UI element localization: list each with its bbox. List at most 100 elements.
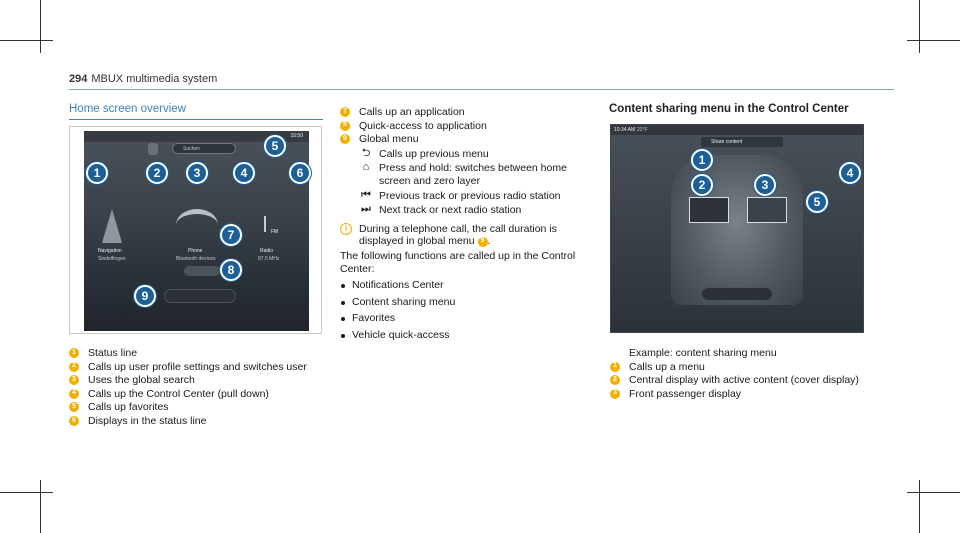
callout-6: 6	[289, 162, 311, 184]
running-title: MBUX multimedia system	[91, 73, 218, 85]
legend-item: 3 Front passenger display	[610, 388, 864, 401]
search-field[interactable]: Suchen	[172, 143, 236, 154]
callout-3: 3	[186, 162, 208, 184]
bullet-item: Vehicle quick-access	[340, 329, 595, 342]
legend-badge: 3	[610, 388, 620, 399]
legend-text: Calls up a menu	[629, 360, 705, 373]
share-content-button[interactable]: Share content	[701, 137, 783, 147]
middle-column: 7 Calls up an application 8 Quick-access t…	[340, 106, 595, 342]
section-title-home-screen: Home screen overview	[69, 103, 186, 115]
cabin-interior-image	[671, 155, 803, 305]
crop-mark	[907, 492, 960, 493]
legend-text: Uses the global search	[88, 374, 195, 387]
legend-item: 8 Quick-access to application	[340, 120, 595, 133]
legend-text: Global menu	[359, 133, 419, 146]
legend-item: 6 Displays in the status line	[69, 415, 323, 428]
tile-radio-label: Radio	[260, 248, 274, 254]
crop-mark	[0, 492, 53, 493]
home-icon: ⌂	[362, 161, 370, 174]
legend-badge: 1	[610, 361, 620, 372]
legend-badge: 8	[340, 120, 350, 131]
crop-mark	[0, 40, 53, 41]
tile-navigation-sub: Sindelfingen	[98, 256, 126, 262]
tile-navigation-label: Navigation	[98, 248, 122, 254]
legend-text: Calls up favorites	[88, 401, 169, 414]
legend-badge: 9	[340, 134, 350, 145]
crop-mark	[40, 480, 41, 533]
callout-1: 1	[86, 162, 108, 184]
status-time: 10:34 AM	[614, 127, 636, 133]
global-menu-item: ⌂Press and hold: switches between home s…	[359, 161, 595, 187]
callout-9: 9	[134, 285, 156, 307]
global-menu-list: ⮌ Calls up previous menu ⌂Press and hold:…	[340, 146, 595, 217]
radio-icon	[264, 216, 274, 232]
share-content-label: Share content	[711, 139, 743, 145]
legend-item: 7 Calls up an application	[340, 106, 595, 119]
figure-caption: Example: content sharing menu	[629, 347, 777, 359]
info-text: During a telephone call, the call durati…	[359, 222, 557, 248]
legend-text: Front passenger display	[629, 387, 742, 400]
global-menu-bar[interactable]	[164, 289, 236, 303]
back-arrow-icon: ⮌	[361, 146, 371, 159]
legend-item: 1 Calls up a menu	[610, 361, 864, 374]
tile-phone-sub: Bluetooth devices	[176, 256, 216, 262]
callout-5: 5	[264, 135, 286, 157]
quick-access-buttons[interactable]	[184, 266, 220, 276]
tile-phone-label: Phone	[188, 248, 203, 254]
home-screen-figure: 15:50 Suchen FM Navigation Sindelfingen …	[69, 126, 322, 334]
content-sharing-legend: Example: content sharing menu 1 Calls up …	[610, 347, 864, 401]
info-text-end: .	[487, 235, 491, 248]
skip-previous-icon: ⏮	[361, 188, 371, 201]
content-sharing-display: 10:34 AM 23°F Share content	[611, 125, 863, 332]
central-display-box[interactable]	[689, 197, 729, 223]
legend-text: Calls up user profile settings and switc…	[88, 360, 307, 373]
phone-swoosh-icon	[176, 209, 218, 241]
legend-badge: 7	[340, 107, 350, 117]
legend-badge: 4	[69, 388, 79, 399]
legend-item: 5 Calls up favorites	[69, 401, 323, 414]
legend-badge: 5	[69, 402, 79, 413]
passenger-display-box[interactable]	[747, 197, 787, 223]
fm-label: FM	[271, 229, 279, 235]
legend-badge: 1	[69, 348, 79, 358]
bullet-item: Notifications Center	[340, 279, 595, 292]
callout-3: 3	[754, 174, 776, 196]
page-number: 294	[69, 73, 88, 85]
legend-text: Displays in the status line	[88, 414, 207, 427]
section-title-content-sharing: Content sharing menu in the Control Cent…	[609, 103, 849, 115]
header-rule	[69, 89, 894, 90]
info-icon: i	[340, 222, 352, 235]
legend-badge: 2	[610, 375, 620, 386]
tile-radio-sub: 87.5 MHz	[258, 256, 280, 262]
home-screen-display: 15:50 Suchen FM Navigation Sindelfingen …	[84, 131, 309, 331]
home-screen-legend: 1 Status line 2 Calls up user profile sett…	[69, 347, 323, 429]
legend-text: Quick-access to application	[359, 119, 487, 132]
callout-2: 2	[146, 162, 168, 184]
status-line	[611, 125, 863, 135]
section-title-underline	[69, 119, 323, 120]
callout-2: 2	[691, 174, 713, 196]
status-temp: 23°F	[637, 127, 648, 133]
info-badge: 9	[477, 236, 488, 247]
profile-icon[interactable]	[148, 143, 158, 155]
legend-text: Calls up an application	[359, 106, 465, 118]
legend-text: Status line	[88, 347, 138, 359]
info-note: i During a telephone call, the call dura…	[340, 222, 595, 248]
bullet-item: Favorites	[340, 312, 595, 325]
content-sharing-figure: 10:34 AM 23°F Share content 1 2 3 4 5	[610, 124, 864, 333]
global-menu-text: Calls up previous menu	[379, 147, 489, 160]
legend-badge: 3	[69, 375, 79, 386]
mercedes-star-icon	[102, 209, 122, 243]
legend-badge: 2	[69, 361, 79, 372]
legend-badge: 6	[69, 415, 79, 426]
bullet-item: Content sharing menu	[340, 296, 595, 309]
callout-5: 5	[806, 191, 828, 213]
global-menu-bar[interactable]	[701, 287, 773, 301]
global-menu-item: ⏮Previous track or previous radio statio…	[359, 188, 595, 203]
legend-text: Central display with active content (cov…	[629, 374, 859, 387]
skip-next-icon: ⏭	[361, 203, 371, 216]
legend-item: 3 Uses the global search	[69, 374, 323, 387]
crop-mark	[907, 40, 960, 41]
callout-4: 4	[839, 162, 861, 184]
